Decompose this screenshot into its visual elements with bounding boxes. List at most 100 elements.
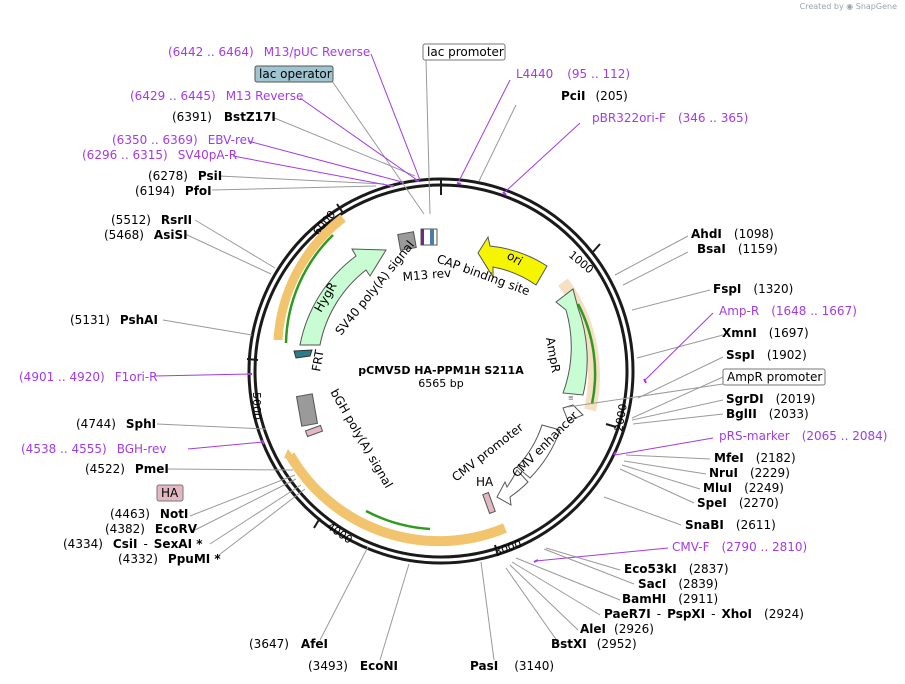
bgh-box [295, 393, 319, 427]
ha-box-label: HA [161, 486, 179, 500]
sv40-box [397, 231, 417, 251]
ampr-promoter-box: AmpR promoter [722, 368, 826, 386]
lac-promoter-label: lac promoter [427, 45, 504, 59]
bgh-small-box [304, 424, 324, 438]
tick-5000: 5000 [246, 358, 263, 420]
site-label: (6194)PfoI [135, 184, 212, 198]
lac-promoter-box: lac promoter [422, 43, 506, 61]
site-label: BglII(2033) [726, 407, 809, 421]
credit-created-by: Created by [799, 2, 844, 11]
ampr-promoter-dots: ≡ [568, 394, 574, 402]
primer-label: (4901 .. 4920)F1ori-R [19, 370, 158, 384]
site-label: (6278)PsiI [148, 169, 222, 183]
site-label: XmnI(1697) [722, 326, 809, 340]
primer-leaders [154, 53, 714, 562]
lac-operator-label: lac operator [259, 67, 332, 81]
site-label: MfeI(2182) [714, 451, 796, 465]
orf-bottom-inner [365, 509, 431, 531]
tick-2000: 2000 [605, 403, 630, 433]
lac-cluster-blue [430, 229, 434, 245]
ampr-feature [555, 288, 588, 396]
site-label: (4522)PmeI [85, 462, 169, 476]
site-label: BamHI(2911) [622, 592, 718, 606]
site-label: BstXI(2952) [551, 637, 637, 651]
tick-label: 2000 [612, 403, 630, 433]
m13rev-label: M13 rev [402, 266, 452, 284]
site-label: Eco53kI(2837) [624, 562, 729, 576]
site-label: (4332)PpuMI * [118, 552, 221, 566]
backbone [247, 177, 635, 565]
ha-feature [482, 491, 496, 515]
tick-label: 5000 [250, 392, 263, 420]
frt-label: FRT [309, 348, 327, 372]
site-label: BsaI(1159) [697, 242, 778, 256]
hygr-feature [299, 248, 387, 346]
plasmid-name: pCMV5D HA-PPM1H S211A [358, 364, 524, 377]
orf-right-inner [576, 303, 597, 405]
site-label: SacI(2839) [638, 577, 718, 591]
plasmid-length: 6565 bp [418, 377, 463, 390]
primer-label: pRS-marker(2065 .. 2084) [719, 429, 887, 443]
ha-label: HA [476, 475, 494, 489]
ori-label: ori [505, 248, 526, 268]
frt-feature [293, 349, 313, 359]
site-label: SspI(1902) [726, 348, 807, 362]
cmv-enhancer-label: CMV enhancer [509, 408, 581, 480]
site-label: AleI(2926) [580, 622, 654, 636]
site-label: (5468)AsiSI [104, 228, 188, 242]
feature-leaders [331, 58, 724, 408]
site-label: PciI(205) [561, 89, 628, 103]
primer-label: pBR322ori-F(346 .. 365) [592, 111, 748, 125]
site-label: SnaBI(2611) [685, 518, 776, 532]
ampr-promoter-label: AmpR promoter [727, 370, 822, 384]
snapgene-logo-icon: ◉ [846, 2, 854, 11]
site-label: NruI(2229) [709, 466, 790, 480]
site-label: (6391)BstZ17I [172, 110, 276, 124]
tick-label: 4000 [324, 520, 354, 547]
site-label: (3493)EcoNI [308, 659, 398, 673]
lac-operator-box: lac operator [254, 65, 334, 83]
site-label: (4334)CsiI-SexAI * [63, 537, 203, 551]
lac-cluster-purple [421, 229, 424, 245]
site-label: (5512)RsrII [111, 213, 192, 227]
site-leaders [156, 104, 724, 661]
site-label: FspI(1320) [713, 282, 793, 296]
orf-left-arc [273, 214, 346, 341]
site-label: (4744)SphI [76, 417, 156, 431]
site-label: MluI(2249) [703, 481, 784, 495]
orf-bottom-arc [285, 452, 507, 547]
ampr-promoter-feature [562, 404, 584, 422]
ori-feature [477, 235, 548, 286]
site-label: (4382)EcoRV [105, 522, 198, 536]
orf-left-inner [284, 234, 334, 344]
primer-label: Amp-R(1648 .. 1667) [719, 304, 857, 318]
site-label: AhdI(1098) [691, 227, 774, 241]
site-label: SpeI(2270) [697, 496, 779, 510]
cmv-promoter-feature [496, 469, 529, 506]
bgh-label: bGH poly(A) signal [327, 387, 395, 491]
tick-4000: 4000 [313, 517, 355, 547]
primer-label: L4440(95 .. 112) [516, 67, 630, 81]
tick-3000: 3000 [493, 537, 524, 559]
primer-label: (6296 .. 6315)SV40pA-R [82, 148, 237, 162]
site-labels: PciI(205) AhdI(1098) BsaI(1159) FspI(132… [63, 89, 815, 673]
orf-bottom-arrow [284, 449, 296, 460]
primer-labels: L4440(95 .. 112) pBR322ori-F(346 .. 365)… [19, 45, 887, 554]
ampr-label: AmpR [543, 336, 563, 374]
primer-label: (6442 .. 6464)M13/pUC Reverse [168, 45, 370, 59]
primer-label: (6350 .. 6369)EBV-rev [112, 133, 254, 147]
site-label: (4463)NotI [110, 507, 188, 521]
credit: Created by ◉ SnapGene [800, 2, 897, 11]
ha-box: HA [156, 484, 184, 502]
primer-label: CMV-F(2790 .. 2810) [672, 540, 807, 554]
site-label: SgrDI(2019) [726, 392, 815, 406]
tick-label: 3000 [493, 537, 524, 559]
primer-label: (4538 .. 4555)BGH-rev [21, 442, 167, 456]
credit-brand: SnapGene [855, 2, 897, 11]
site-label: (3647)AfeI [249, 637, 328, 651]
site-label: PaeR7I-PspXI-XhoI(2924) [604, 607, 804, 621]
cmv-enhancer-feature [516, 424, 561, 479]
site-label: PasI(3140) [470, 659, 554, 673]
